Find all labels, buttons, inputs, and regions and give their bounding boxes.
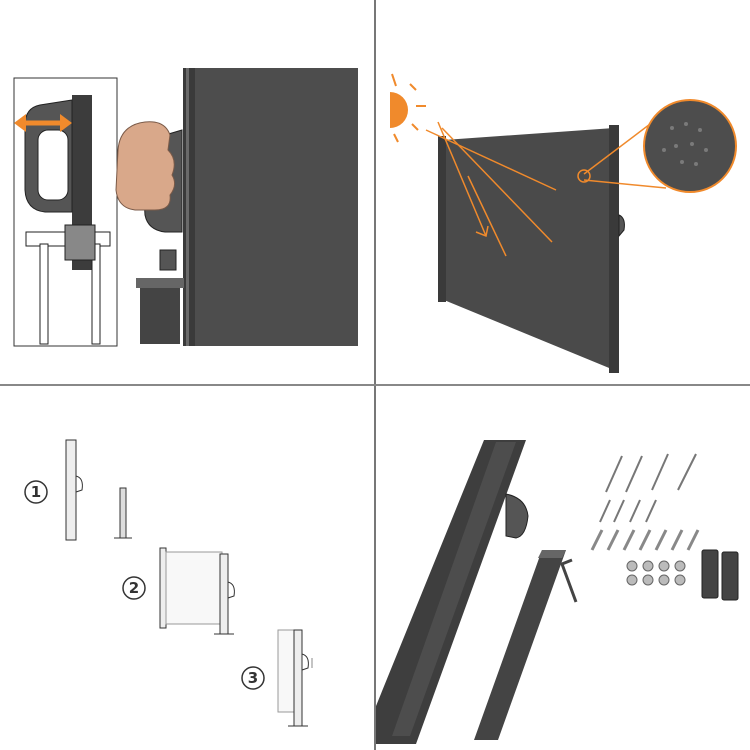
- sun-rays: [425, 121, 557, 257]
- hardware-kit-panel: [376, 386, 750, 750]
- step-1-number: 1: [31, 483, 41, 501]
- vertical-divider: [374, 0, 376, 750]
- post-tube: [474, 550, 566, 740]
- step-1-marker: 1: [24, 480, 48, 504]
- screw-icon: [599, 453, 697, 523]
- step-1-illustration: [65, 439, 132, 541]
- sun-protection-panel: [376, 0, 750, 385]
- extended-screen: [438, 125, 625, 373]
- hand-icon: [115, 121, 183, 271]
- double-arrow-icon: [14, 114, 72, 132]
- handle-closeup-panel: [0, 0, 375, 385]
- washer-icon: [626, 560, 686, 586]
- cassette-frame: [376, 440, 529, 744]
- step-2-illustration: [159, 547, 235, 635]
- magnifier-icon: [577, 99, 737, 193]
- dowel-icon: [590, 529, 700, 551]
- sun-icon: [390, 73, 426, 143]
- step-2-marker: 2: [122, 576, 146, 600]
- bracket-icon: [701, 549, 739, 601]
- hex-key-icon: [560, 558, 578, 603]
- step-2-number: 2: [129, 579, 139, 597]
- installation-steps-panel: 1 2 3: [0, 386, 375, 750]
- step-3-illustration: [277, 629, 313, 727]
- horizontal-divider: [0, 384, 750, 386]
- base-post: [140, 282, 180, 344]
- step-3-number: 3: [248, 669, 258, 687]
- post-cap: [136, 278, 184, 288]
- inset-handle-detail: [13, 77, 118, 347]
- step-3-marker: 3: [241, 666, 265, 690]
- screen-fabric: [183, 68, 358, 346]
